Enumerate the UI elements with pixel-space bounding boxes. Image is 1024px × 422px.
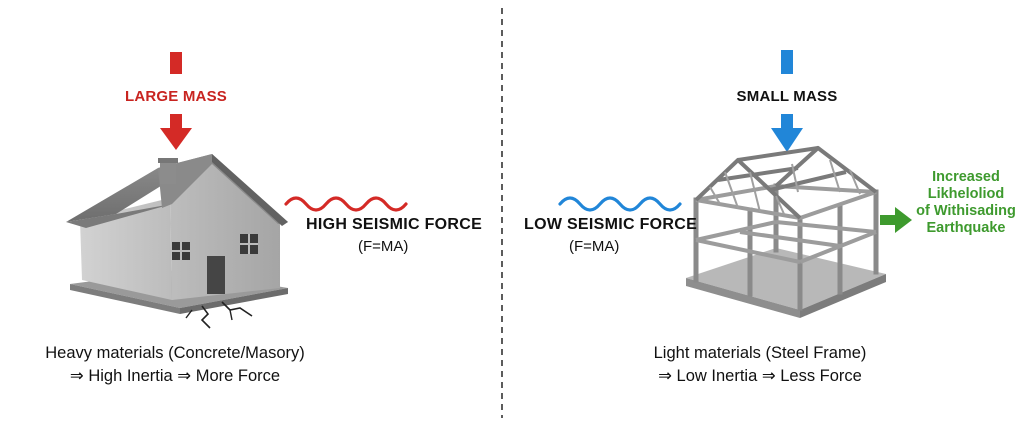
house-icon (66, 154, 288, 329)
force-title: LOW SEISMIC FORCE (524, 216, 698, 233)
outcome-text: Increased Likheloliod of Withisading Ear… (910, 169, 1022, 237)
caption-line2: ⇒ High Inertia ⇒ More Force (69, 367, 281, 385)
seismic-wave-icon (284, 196, 408, 212)
mass-label: LARGE MASS (124, 88, 227, 105)
outcome-line: Likheloliod (927, 186, 1005, 202)
divider (501, 8, 503, 418)
outcome-line: Increased (932, 169, 1000, 185)
force-title: HIGH SEISMIC FORCE (306, 216, 483, 233)
force-formula: (F=MA) (569, 238, 620, 255)
force-formula: (F=MA) (358, 238, 409, 255)
down-arrow-icon (160, 52, 192, 150)
outcome-line: Earthquake (926, 220, 1006, 236)
caption-line1: Heavy materials (Concrete/Masory) (45, 344, 305, 362)
outcome-line: of Withisading (916, 203, 1016, 219)
caption: Light materials (Steel Frame) ⇒ Low Iner… (620, 342, 900, 388)
caption: Heavy materials (Concrete/Masory) ⇒ High… (0, 342, 350, 388)
caption-line1: Light materials (Steel Frame) (653, 344, 867, 362)
mass-label: SMALL MASS (736, 88, 838, 105)
seismic-wave-icon (558, 196, 682, 212)
caption-line2: ⇒ Low Inertia ⇒ Less Force (658, 367, 862, 385)
right-arrow-icon (880, 207, 912, 233)
down-arrow-icon (771, 50, 803, 152)
steel-frame-icon (686, 146, 886, 318)
